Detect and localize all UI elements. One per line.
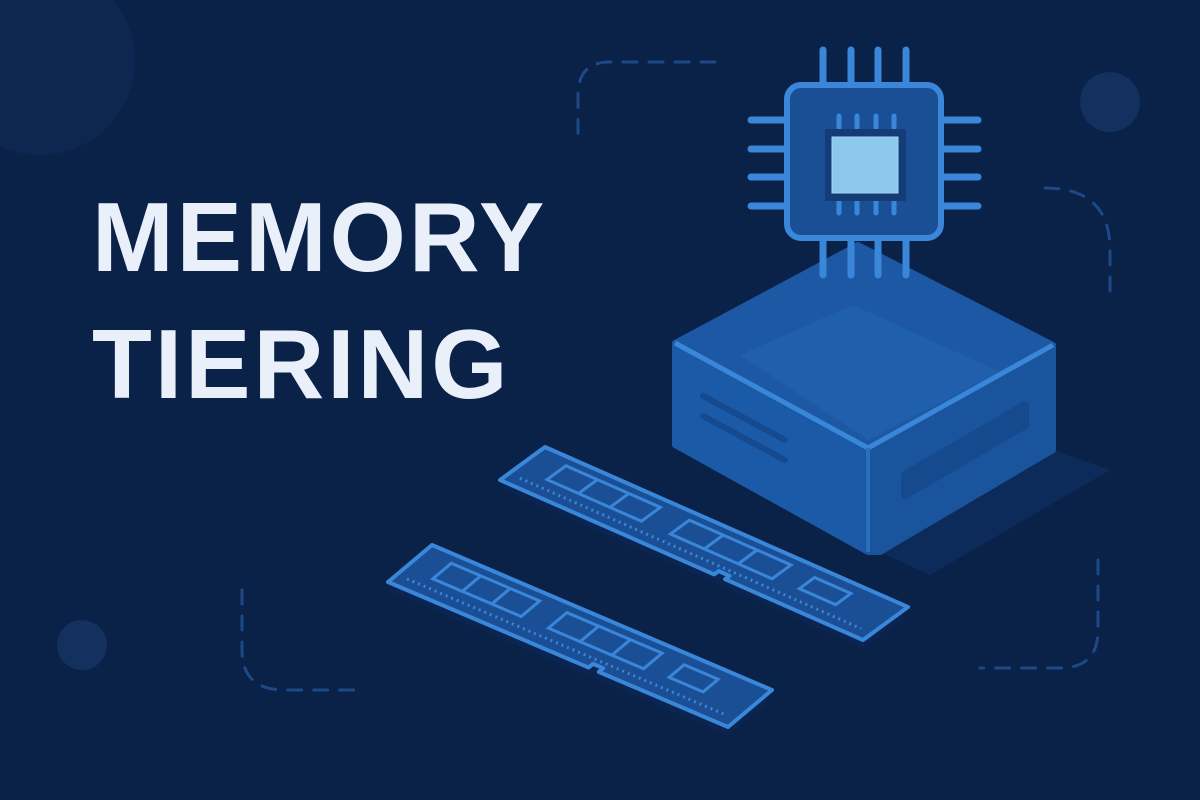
bg-circle bbox=[1080, 72, 1140, 132]
ram-stick-icon bbox=[381, 545, 778, 735]
dashed-path bbox=[1043, 186, 1112, 302]
bg-circle bbox=[0, 0, 135, 155]
cpu-chip-icon bbox=[747, 46, 982, 279]
dashed-path bbox=[240, 588, 362, 692]
background-decoration bbox=[240, 60, 1112, 692]
server-box-icon bbox=[672, 242, 1110, 575]
dashed-path bbox=[978, 558, 1100, 670]
dashed-path bbox=[576, 60, 717, 142]
ram-stick-icon bbox=[493, 447, 915, 648]
bg-circle bbox=[57, 620, 107, 670]
title-line-1: MEMORY bbox=[92, 182, 548, 292]
title-line-2: TIERING bbox=[92, 309, 511, 419]
